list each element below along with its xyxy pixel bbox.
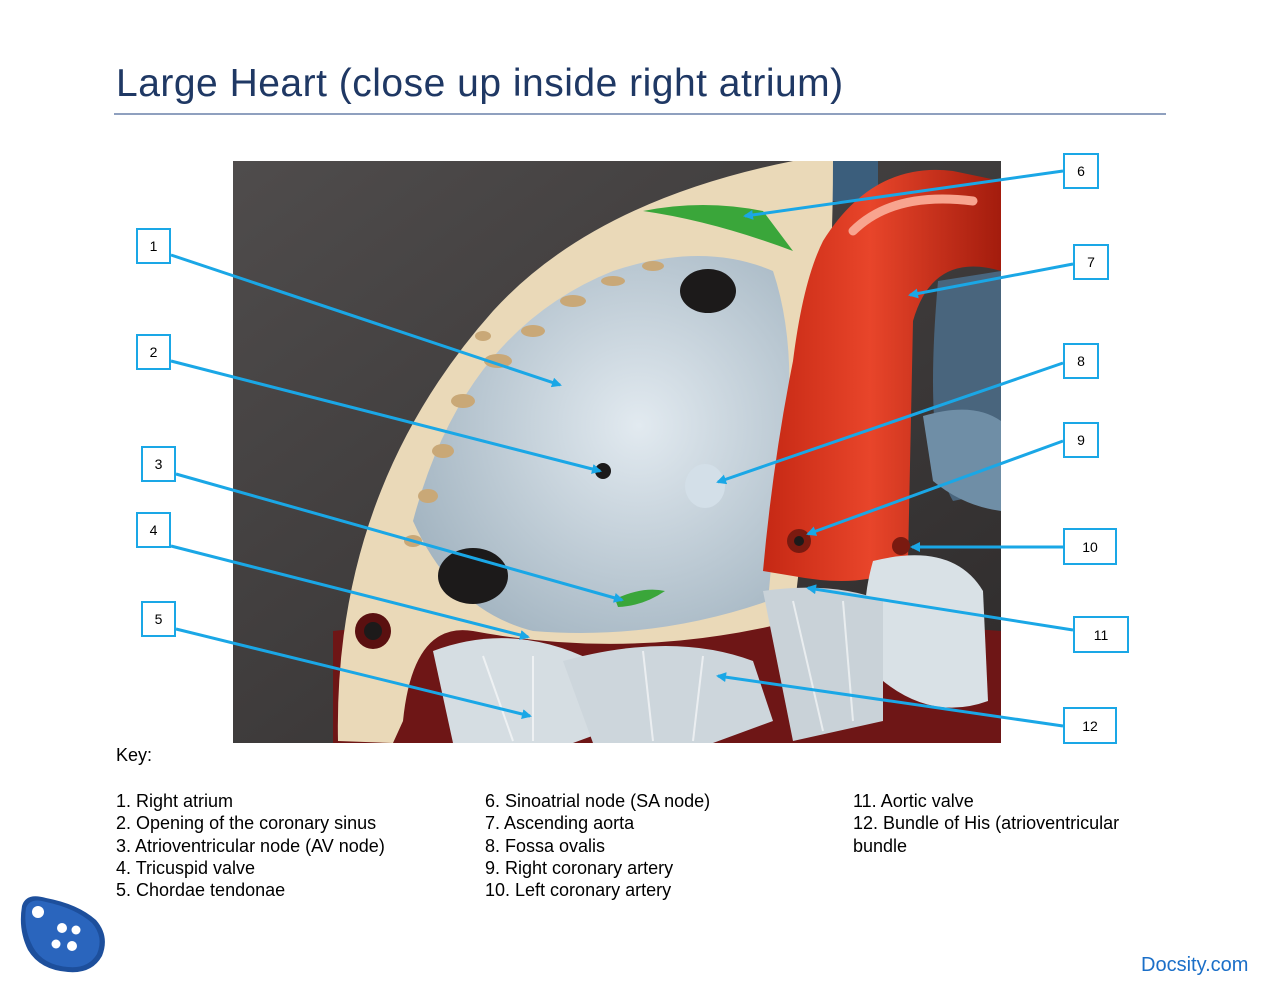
key-item: 5. Chordae tendonae <box>116 880 286 901</box>
key-column-1: 1. Right atrium 2. Opening of the corona… <box>116 790 385 901</box>
key-heading: Key: <box>116 745 153 765</box>
docsity-link[interactable]: Docsity.com <box>1141 954 1249 976</box>
marker-8: 8 <box>1063 343 1099 379</box>
key-item: 10. Left coronary artery <box>485 880 672 901</box>
marker-9: 9 <box>1063 422 1099 458</box>
key-item: 1. Right atrium <box>116 791 234 811</box>
key-item: 9. Right coronary artery <box>485 857 674 878</box>
key-item: 7. Ascending aorta <box>485 813 635 834</box>
marker-7: 7 <box>1073 244 1109 280</box>
docsity-logo-icon <box>20 896 105 973</box>
marker-2: 2 <box>136 334 171 370</box>
key-item: 6. Sinoatrial node (SA node) <box>485 791 711 811</box>
key-column-3: 11. Aortic valve 12. Bundle of His (atri… <box>853 790 1119 857</box>
marker-12: 12 <box>1063 707 1117 744</box>
key-item: bundle <box>853 835 908 856</box>
marker-5: 5 <box>141 601 176 637</box>
marker-11: 11 <box>1073 616 1129 653</box>
marker-10: 10 <box>1063 528 1117 565</box>
key-item: 3. Atrioventricular node (AV node) <box>116 835 385 856</box>
heart-model-photo <box>233 161 1001 743</box>
marker-4: 4 <box>136 512 171 548</box>
marker-6: 6 <box>1063 153 1099 189</box>
key-item: 8. Fossa ovalis <box>485 835 606 856</box>
key-item: 11. Aortic valve <box>853 791 974 811</box>
key-item: 4. Tricuspid valve <box>116 857 256 878</box>
title-divider <box>114 113 1166 115</box>
marker-3: 3 <box>141 446 176 482</box>
key-column-2: 6. Sinoatrial node (SA node) 7. Ascendin… <box>485 790 710 901</box>
slide-title: Large Heart (close up inside right atriu… <box>116 62 844 105</box>
marker-1: 1 <box>136 228 171 264</box>
key-item: 12. Bundle of His (atrioventricular <box>853 813 1120 834</box>
key-item: 2. Opening of the coronary sinus <box>116 813 377 834</box>
